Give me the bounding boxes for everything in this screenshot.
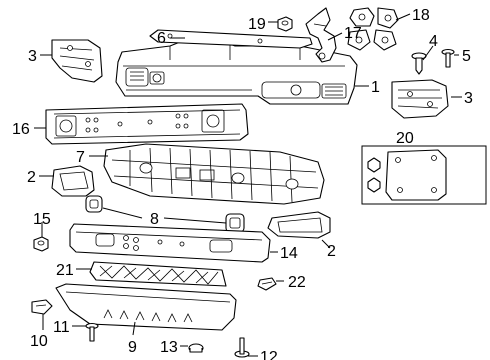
- callout-20: 20: [396, 130, 414, 147]
- part-17-tow-hook: [305, 7, 337, 63]
- part-21-grille-insert: [89, 261, 227, 287]
- callout-11: 11: [53, 319, 70, 336]
- part-20-inset: [361, 145, 487, 205]
- callout-9: 9: [128, 339, 137, 356]
- callout-7: 7: [76, 149, 85, 166]
- part-7-energy-absorber: [103, 143, 325, 205]
- callout-1: 1: [371, 79, 380, 96]
- part-16-reinforcement-bar: [45, 103, 249, 145]
- part-9-skid-plate: [55, 283, 237, 331]
- callout-3-left: 3: [28, 48, 37, 65]
- callout-10: 10: [30, 333, 48, 350]
- part-2-left-bezel: [51, 165, 95, 197]
- callout-19: 19: [248, 16, 266, 33]
- callout-labels: 1 2 2 3 3 4 5 6 7 8 9 10 11 12 13 14 15 …: [12, 7, 473, 360]
- part-15-nut: [33, 236, 49, 252]
- part-13-plug: [188, 343, 204, 353]
- callout-12: 12: [260, 349, 278, 360]
- callout-16: 16: [12, 121, 30, 138]
- part-2-right-bezel: [267, 211, 331, 239]
- part-3-right-bracket: [391, 79, 449, 119]
- callout-4: 4: [429, 33, 438, 50]
- callout-14: 14: [280, 245, 298, 262]
- callout-17: 17: [344, 25, 362, 42]
- callout-18: 18: [412, 7, 430, 24]
- leader-lines: [34, 13, 462, 357]
- callout-21: 21: [56, 262, 74, 279]
- callout-8: 8: [150, 211, 159, 228]
- part-10-clip: [31, 299, 53, 315]
- part-18-bracket-set: [347, 7, 399, 51]
- part-19-nut: [277, 16, 293, 32]
- part-1-bumper-cover: [115, 39, 358, 105]
- part-4-push-pin: [411, 52, 427, 75]
- callout-6: 6: [157, 30, 166, 47]
- part-5-bolt: [441, 48, 455, 68]
- part-3-left-bracket: [51, 39, 103, 83]
- part-8-lamp-bezels: [85, 195, 245, 233]
- part-6-trim-strip: [149, 29, 313, 49]
- callout-3-right: 3: [464, 90, 473, 107]
- part-14-lower-reinforcement: [69, 223, 271, 263]
- callout-15: 15: [33, 211, 51, 228]
- callout-13: 13: [160, 339, 178, 356]
- part-12-bolt: [234, 337, 250, 358]
- callout-5: 5: [462, 48, 471, 65]
- callout-22: 22: [288, 274, 306, 291]
- callout-2-right: 2: [327, 243, 336, 260]
- callout-2-left: 2: [27, 169, 36, 186]
- part-11-bolt: [85, 322, 99, 342]
- part-22-clip: [257, 277, 277, 291]
